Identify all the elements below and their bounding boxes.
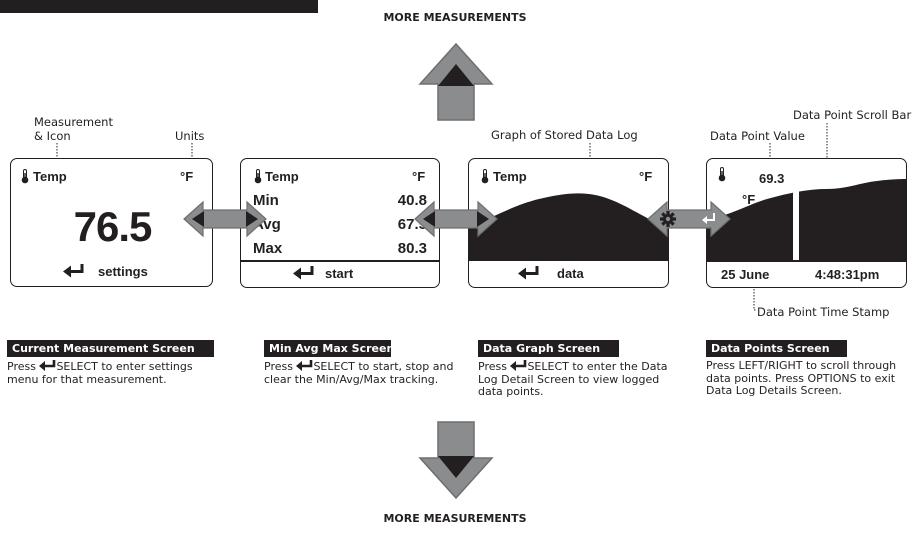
- data-points-screen: 69.3 °F 25 June 4:48:31pm: [706, 158, 907, 288]
- max-label: Max: [253, 240, 283, 257]
- unit-label: °F: [180, 169, 194, 184]
- leader-line-time-stamp: [753, 286, 757, 311]
- enter-arrow-icon: [293, 266, 314, 280]
- thermometer-icon: [718, 167, 726, 182]
- measurement-label: Temp: [493, 169, 527, 184]
- header-bar: [0, 0, 318, 13]
- footer-divider: [241, 260, 439, 262]
- current-measurement-title: Current Measurement Screen: [7, 340, 214, 357]
- enter-arrow-icon: [296, 360, 313, 371]
- enter-arrow-icon: [63, 264, 84, 278]
- unit-label: °F: [412, 169, 426, 184]
- data-graph-title: Data Graph Screen: [478, 340, 619, 357]
- current-measurement-description: Press SELECT to enter settings menu for …: [7, 360, 193, 386]
- enter-arrow-icon: [39, 360, 56, 371]
- min-label: Min: [253, 192, 279, 209]
- up-arrow-icon[interactable]: [418, 42, 494, 122]
- annotation-scroll-bar: Data Point Scroll Bar: [793, 108, 912, 122]
- annotation-graph-log: Graph of Stored Data Log: [491, 128, 638, 142]
- double-arrow-icon[interactable]: [413, 200, 499, 238]
- annotation-units: Units: [175, 129, 205, 143]
- data-points-description: Press LEFT/RIGHT to scroll through data …: [706, 359, 897, 397]
- enter-arrow-icon: [702, 213, 715, 224]
- data-graph-area: [469, 193, 668, 261]
- data-points-title: Data Points Screen: [706, 340, 847, 357]
- data-graph-screen: Temp °F data: [468, 158, 669, 288]
- min-avg-max-description: Press SELECT to start, stop and clear th…: [264, 360, 454, 386]
- min-value: 40.8: [397, 192, 427, 209]
- more-measurements-up-label: MORE MEASUREMENTS: [383, 11, 527, 24]
- data-action-label[interactable]: data: [557, 266, 584, 281]
- thermometer-icon: [254, 169, 262, 184]
- current-measurement-screen: Temp °F 76.5 settings: [10, 158, 213, 287]
- unit-label: °F: [639, 169, 653, 184]
- enter-arrow-icon: [510, 360, 527, 371]
- annotation-measurement-icon: Measurement & Icon: [34, 115, 113, 143]
- data-point-value: 69.3: [759, 171, 785, 186]
- thermometer-icon: [481, 169, 489, 184]
- options-select-arrow[interactable]: [646, 200, 732, 238]
- footer-divider: [707, 260, 906, 262]
- start-action-label[interactable]: start: [325, 266, 354, 281]
- enter-arrow-icon: [518, 266, 539, 280]
- gear-icon: [660, 211, 676, 227]
- annotation-point-value: Data Point Value: [710, 129, 805, 143]
- down-arrow-icon[interactable]: [418, 420, 494, 500]
- double-arrow-icon[interactable]: [182, 200, 268, 238]
- measurement-label: Temp: [265, 169, 299, 184]
- data-points-graph-area: [707, 179, 906, 261]
- thermometer-icon: [21, 169, 29, 184]
- max-value: 80.3: [397, 240, 427, 257]
- more-measurements-down-label: MORE MEASUREMENTS: [383, 512, 527, 525]
- measurement-label: Temp: [33, 169, 67, 184]
- measurement-value: 76.5: [73, 203, 153, 250]
- min-avg-max-title: Min Avg Max Screen: [264, 340, 394, 357]
- data-point-date: 25 June: [721, 267, 770, 282]
- data-point-time: 4:48:31pm: [815, 267, 880, 282]
- settings-action-label[interactable]: settings: [98, 264, 148, 279]
- min-avg-max-screen: Temp °F Min 40.8 Avg 67.5 Max 80.3 start: [240, 158, 440, 288]
- data-point-unit: °F: [742, 192, 756, 207]
- data-graph-description: Press SELECT to enter the Data Log Detai…: [478, 360, 668, 398]
- annotation-time-stamp: Data Point Time Stamp: [757, 305, 890, 319]
